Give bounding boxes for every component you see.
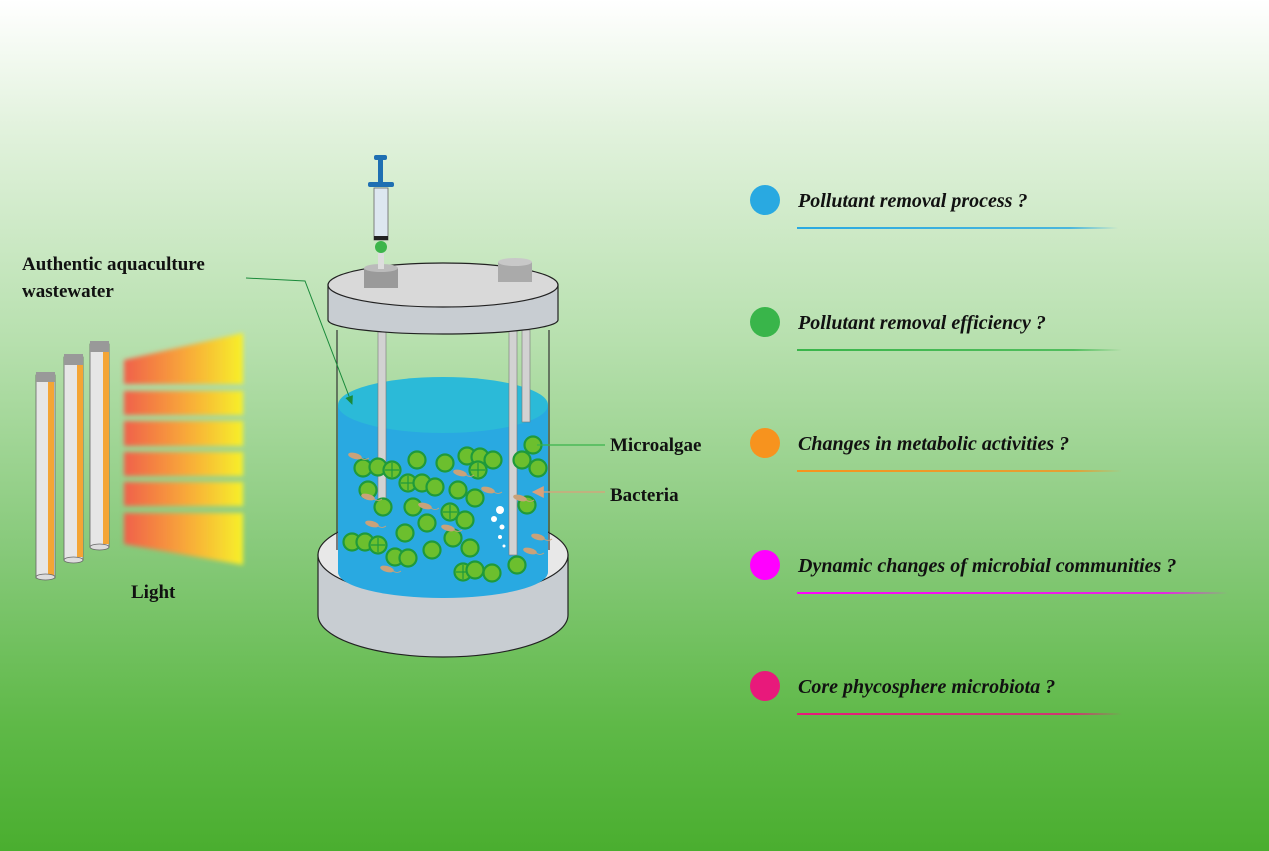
wastewater-label-line1: Authentic aquaculture [22,254,205,275]
question-text: Pollutant removal process ? [797,190,1027,212]
microalgae-cell [382,460,402,480]
photobioreactor [317,155,569,658]
microalgae-cell [482,563,502,583]
bacterium [513,494,535,502]
microalgae-label: Microalgae [610,435,701,456]
bullet-dot-icon [750,185,780,215]
microalgae-cell [407,450,427,470]
question-item: Core phycosphere microbiota ? [750,671,1122,715]
bacterium [361,493,383,501]
question-underline [797,470,1122,472]
question-item: Pollutant removal process ? [750,185,1118,229]
rod [521,329,531,423]
bullet-dot-icon [750,428,780,458]
syringe-icon [368,155,394,269]
lamp-tube [89,341,110,551]
microalgae-cell [422,540,442,560]
microalgae-cell [403,497,423,517]
bullet-dot-icon [750,550,780,580]
microalgae-cell [512,450,532,470]
microalgae-cell [460,538,480,558]
question-underline [797,592,1228,594]
microalgae-cell [440,502,460,522]
question-text: Changes in metabolic activities ? [798,433,1069,455]
microalgae-cell [455,510,475,530]
bullet-dot-icon [750,307,780,337]
light-label: Light [131,582,176,603]
question-underline [797,349,1122,351]
question-underline [797,227,1118,229]
bacterium [523,547,545,555]
question-text: Pollutant removal efficiency ? [797,312,1046,334]
microalgae-cell [528,458,548,478]
lamp-tube [63,354,84,564]
research-questions: Pollutant removal process ? Pollutant rem… [750,185,1228,715]
bubbles [491,506,506,548]
microalgae-cell [468,460,488,480]
question-item: Changes in metabolic activities ? [750,428,1122,472]
bacterium [380,565,402,573]
wastewater-pointer [245,277,353,405]
lamp-tube [35,372,56,581]
microalgae-cell [417,513,437,533]
microalgae-cell [448,480,468,500]
bacterium [441,524,463,532]
microalgae-cell [443,528,463,548]
question-item: Pollutant removal efficiency ? [750,307,1122,351]
bacteria-label: Bacteria [610,485,679,506]
bullet-dot-icon [750,671,780,701]
bacterium [418,502,440,510]
bacterium [531,533,553,541]
microalgae-cell [507,555,527,575]
question-text: Core phycosphere microbiota ? [798,676,1055,698]
question-item: Dynamic changes of microbial communities… [750,550,1228,594]
question-underline [797,713,1122,715]
wastewater-label-line2: wastewater [22,281,114,302]
bacteria-cells [348,452,553,573]
bacterium [453,469,475,477]
microalgae-cell [373,497,393,517]
rod [377,329,387,516]
question-text: Dynamic changes of microbial communities… [797,555,1176,577]
light-rays [124,333,243,565]
microalgae-cell [425,477,445,497]
microalgae-cell [395,523,415,543]
bacterium [365,520,387,528]
lamps [35,333,243,581]
microalgae-cell [435,453,455,473]
rod [508,329,518,556]
bacterium [481,486,503,494]
bacterium [348,452,370,460]
microalgae-cell [483,450,503,470]
microalgae-cell [398,548,418,568]
microalgae-cell [368,535,388,555]
microalgae-cell [465,560,485,580]
microalgae-cell [465,488,485,508]
